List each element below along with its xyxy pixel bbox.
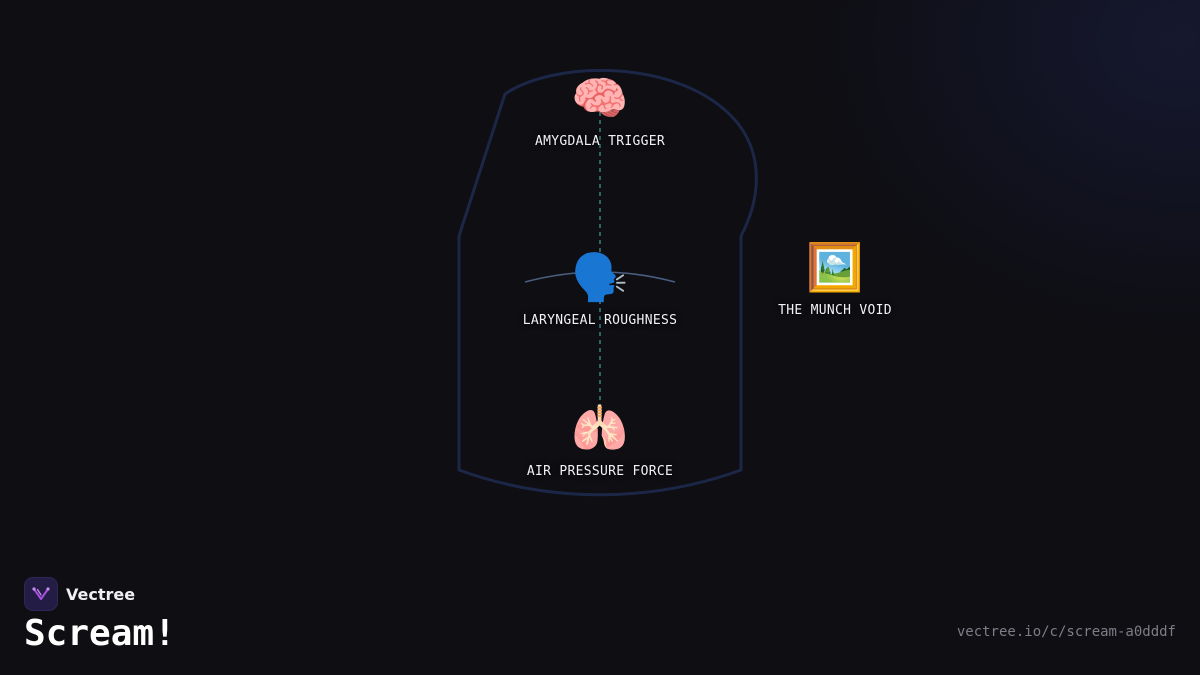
page-title: Scream! — [24, 613, 176, 654]
vectree-logo-icon — [24, 577, 58, 611]
brain-icon: 🧠 — [571, 71, 629, 125]
head-silhouette — [457, 69, 758, 497]
node-amygdala-trigger[interactable]: 🧠 AMYGDALA TRIGGER — [535, 72, 665, 149]
lungs-icon: 🫁 — [571, 401, 629, 455]
speaking-head-icon: 🗣️ — [571, 250, 629, 304]
vectree-logo-mark — [32, 587, 50, 600]
node-laryngeal-roughness[interactable]: 🗣️ LARYNGEAL ROUGHNESS — [523, 251, 677, 328]
voice-arc — [524, 271, 676, 283]
node-label: AIR PRESSURE FORCE — [526, 464, 674, 479]
framed-picture-icon: 🖼️ — [806, 240, 864, 294]
node-the-munch-void[interactable]: 🖼️ THE MUNCH VOID — [778, 241, 892, 318]
node-label: THE MUNCH VOID — [778, 303, 892, 318]
node-label: AMYGDALA TRIGGER — [534, 134, 666, 149]
brand[interactable]: Vectree — [24, 577, 135, 611]
share-url[interactable]: vectree.io/c/scream-a0dddf — [956, 624, 1176, 640]
node-air-pressure-force[interactable]: 🫁 AIR PRESSURE FORCE — [527, 402, 673, 479]
node-label: LARYNGEAL ROUGHNESS — [522, 313, 678, 328]
brand-name: Vectree — [66, 584, 136, 604]
